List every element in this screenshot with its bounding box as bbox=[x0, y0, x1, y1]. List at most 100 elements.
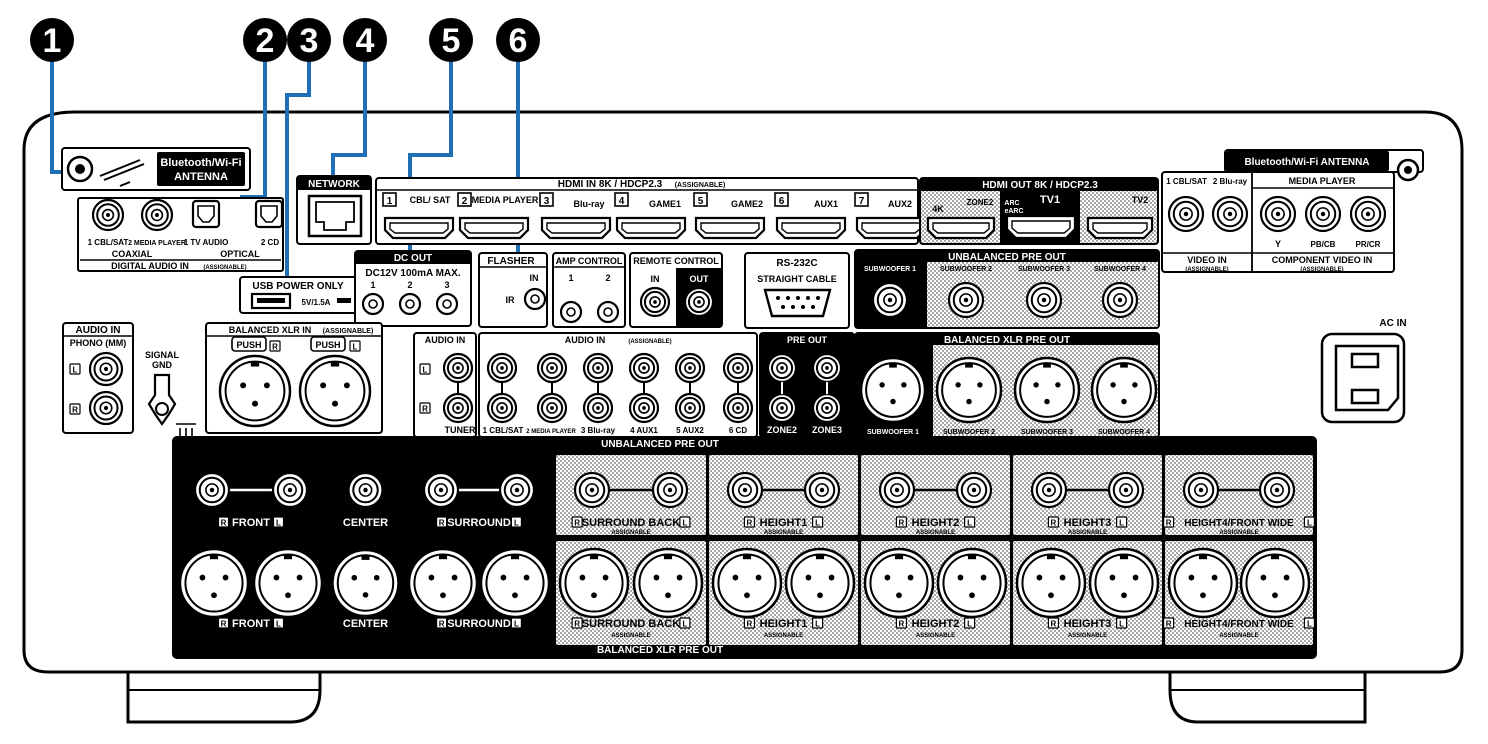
rca-ring bbox=[1112, 476, 1140, 504]
assignable-label: (ASSIGNABLE) bbox=[1300, 267, 1343, 273]
rca-ring bbox=[632, 356, 656, 380]
callout-badge bbox=[429, 18, 473, 62]
rca-pin bbox=[596, 406, 600, 410]
xlr-sub-title-bg bbox=[855, 333, 1159, 345]
tuner-panel bbox=[413, 332, 477, 438]
rca-pin bbox=[550, 406, 554, 410]
rl-badge-text: L bbox=[353, 343, 358, 352]
channel-name: CENTER bbox=[343, 618, 388, 630]
remote-in-label: IN bbox=[651, 274, 660, 284]
xlr-pin bbox=[665, 592, 671, 599]
rl-badge bbox=[963, 516, 976, 528]
xlr-key bbox=[510, 555, 520, 560]
antenna-icon bbox=[99, 159, 145, 187]
rs232c-sub: STRAIGHT CABLE bbox=[757, 274, 837, 284]
xlr-pin bbox=[343, 382, 350, 389]
rl-badge-text: L bbox=[276, 620, 281, 629]
unbal-subwoofer-jack-1 bbox=[871, 281, 909, 319]
tuner-jack-l bbox=[442, 352, 474, 384]
rca-pin bbox=[456, 406, 460, 410]
bt-antenna-left-label: Bluetooth/Wi-Fi bbox=[160, 157, 241, 169]
dc-out-jack-inner bbox=[368, 299, 378, 309]
rl-badge-text: L bbox=[967, 620, 972, 629]
rca-pin bbox=[688, 366, 692, 370]
dc-out-title: DC OUT bbox=[394, 253, 432, 264]
callout-number: 3 bbox=[300, 22, 319, 60]
rca-ring bbox=[145, 203, 169, 227]
hdmi-inner bbox=[1092, 222, 1148, 234]
rca-center bbox=[546, 402, 558, 414]
callout-number: 1 bbox=[43, 22, 62, 60]
rca-pin bbox=[103, 405, 109, 411]
rca-center bbox=[663, 483, 677, 497]
hdmi-in-title: HDMI IN 8K / HDCP2.3 bbox=[558, 179, 663, 190]
rs232c-pin bbox=[801, 305, 805, 309]
rca-pin bbox=[1275, 211, 1281, 217]
unbal-channel-jack-l bbox=[1107, 471, 1145, 509]
rca-ring bbox=[770, 356, 794, 380]
video-in-jack-2 bbox=[1211, 195, 1249, 233]
xlr-pin bbox=[1110, 382, 1116, 388]
4k-label: 4K bbox=[932, 204, 944, 214]
bal-channel-xlr-l bbox=[252, 547, 324, 619]
audio-in-jack-r-1 bbox=[486, 392, 518, 424]
rca-center bbox=[732, 362, 744, 374]
rca-center bbox=[510, 483, 524, 497]
rca-ring bbox=[1187, 476, 1215, 504]
rl-badge bbox=[679, 617, 691, 629]
assignable-label: ASSIGNABLE bbox=[1068, 633, 1107, 639]
remote-control-title: REMOTE CONTROL bbox=[633, 256, 719, 266]
channel-name: CENTER bbox=[343, 517, 388, 529]
rca-pin bbox=[1046, 487, 1052, 493]
rca-ring bbox=[815, 396, 839, 420]
assignable-label: ASSIGNABLE bbox=[1219, 633, 1258, 639]
rca-ring bbox=[1172, 200, 1200, 228]
rca-center bbox=[585, 483, 599, 497]
rl-badge bbox=[571, 516, 583, 528]
rl-badge bbox=[272, 617, 285, 629]
hdmi-in-number-box bbox=[774, 192, 789, 207]
hdmi-out-zone2 bbox=[926, 216, 996, 240]
unbal-channel-jack-r bbox=[193, 471, 231, 509]
rca-center bbox=[546, 362, 558, 374]
rl-badge-text: R bbox=[72, 406, 78, 415]
audio-in-jack-r-4 bbox=[628, 392, 660, 424]
rl-badge-text: L bbox=[514, 519, 519, 528]
optical-port-2 bbox=[254, 199, 284, 229]
rca-center bbox=[649, 296, 661, 308]
assignable-label: (ASSIGNABLE) bbox=[1185, 267, 1228, 273]
amp-control-jack-inner bbox=[603, 307, 613, 317]
xlr-inner bbox=[865, 362, 921, 418]
hdmi-in-name: GAME1 bbox=[649, 199, 681, 209]
rca-center bbox=[821, 362, 833, 374]
bal-channel-xlr-r bbox=[863, 547, 935, 619]
rca-ring bbox=[1264, 200, 1292, 228]
hdmi-shell bbox=[775, 216, 847, 240]
foot-left bbox=[126, 670, 322, 724]
optical-port-shape bbox=[260, 205, 278, 223]
xlr-key bbox=[1198, 555, 1208, 560]
ac-pin bbox=[1350, 352, 1380, 369]
xlr-key bbox=[967, 555, 977, 560]
assignable-label: (ASSIGNABLE) bbox=[628, 339, 671, 345]
rca-ring bbox=[678, 396, 702, 420]
ac-pin bbox=[1350, 388, 1380, 405]
rca-center bbox=[732, 402, 744, 414]
pre-out-title: PRE OUT bbox=[787, 335, 828, 345]
xlr-pin bbox=[676, 574, 683, 581]
push-label: PUSH bbox=[236, 340, 261, 350]
rl-badge bbox=[419, 402, 431, 414]
hdmi-shell bbox=[926, 216, 996, 240]
xlr-key bbox=[1046, 555, 1056, 560]
xlr-pin bbox=[653, 574, 660, 581]
rl-badge-text: R bbox=[899, 519, 905, 528]
rca-pin bbox=[596, 366, 600, 370]
unbal-subwoofer-jack-4 bbox=[1101, 281, 1139, 319]
rs232c-pin bbox=[781, 305, 785, 309]
zone2-jack-r bbox=[766, 392, 798, 424]
xlr-pin bbox=[907, 574, 914, 581]
bal-channel-xlr-l bbox=[1239, 547, 1311, 619]
rca-ring bbox=[731, 476, 759, 504]
rca-ring bbox=[490, 396, 514, 420]
xlr-key bbox=[438, 555, 448, 560]
